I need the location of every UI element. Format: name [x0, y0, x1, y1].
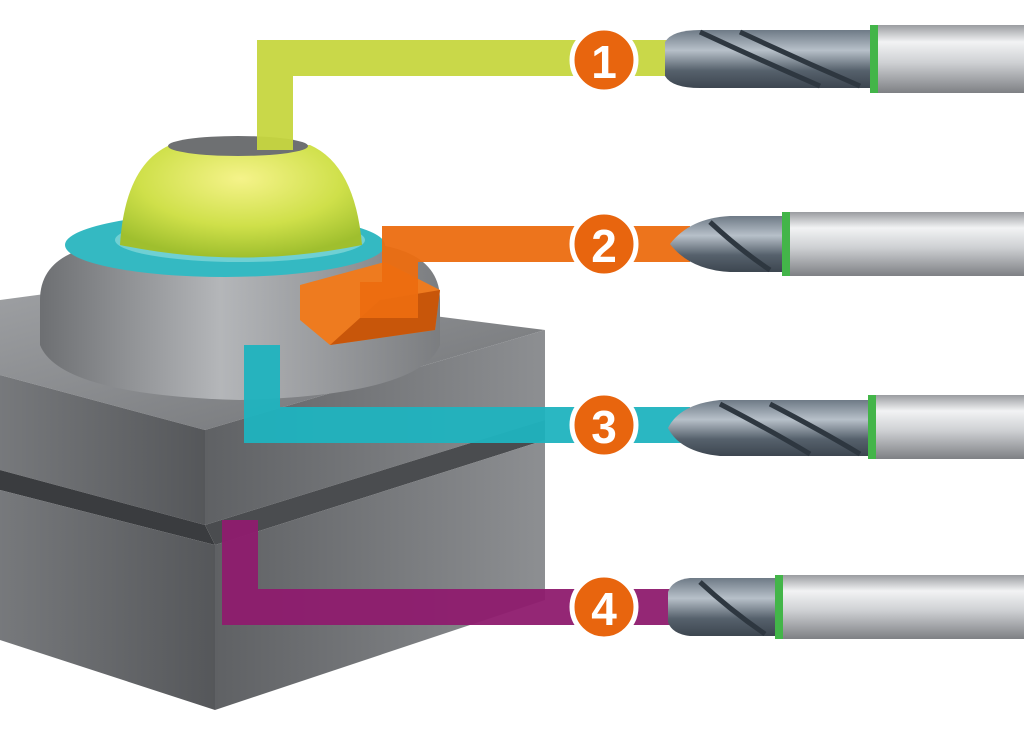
tool-1-flute-line-a	[698, 29, 821, 89]
tool-4	[668, 575, 1024, 639]
tool-2-flutes	[670, 216, 782, 272]
badge-1-circle	[569, 25, 639, 95]
callout-line-2	[360, 226, 690, 318]
badge-3: 3	[569, 390, 639, 460]
tool-1	[665, 25, 1024, 93]
badge-1-number: 1	[591, 36, 617, 88]
dome-top	[120, 145, 362, 258]
side-slot	[0, 470, 215, 545]
tool-2-flute-line	[708, 220, 772, 273]
badge-2-number: 2	[591, 220, 617, 272]
block-left-face-upper	[0, 375, 205, 525]
tool-1-collar	[870, 25, 878, 93]
tool-3-flute-line-b	[768, 401, 862, 457]
badge-1: 1	[569, 25, 639, 95]
tool-4-shank	[780, 575, 1024, 639]
callout-line-1	[257, 40, 680, 150]
tool-3-flute-line-a	[718, 401, 812, 457]
badge-2-circle	[569, 209, 639, 279]
badge-4: 4	[569, 572, 639, 642]
badge-4-number: 4	[591, 583, 617, 635]
tool-3-shank	[873, 395, 1024, 459]
callout-line-3	[244, 345, 690, 443]
tool-4-flute-line	[698, 580, 767, 637]
tool-2-collar	[782, 212, 790, 276]
tool-3	[668, 395, 1024, 459]
badge-3-number: 3	[591, 401, 617, 453]
side-slot-front	[205, 420, 545, 545]
tool-2-shank	[787, 212, 1024, 276]
badge-4-circle	[569, 572, 639, 642]
callout-line-4	[222, 520, 680, 625]
badge-2: 2	[569, 209, 639, 279]
tool-3-collar	[868, 395, 876, 459]
block-front-face-lower	[215, 440, 545, 710]
tool-4-collar	[775, 575, 783, 639]
callout-lines	[222, 40, 690, 625]
tool-2	[670, 212, 1024, 276]
workpiece	[0, 136, 545, 710]
tool-1-flutes	[665, 30, 870, 88]
badge-3-circle	[569, 390, 639, 460]
tool-1-flute-line-b	[738, 29, 861, 89]
tool-1-shank	[875, 25, 1024, 93]
block-left-face-lower	[0, 490, 215, 710]
